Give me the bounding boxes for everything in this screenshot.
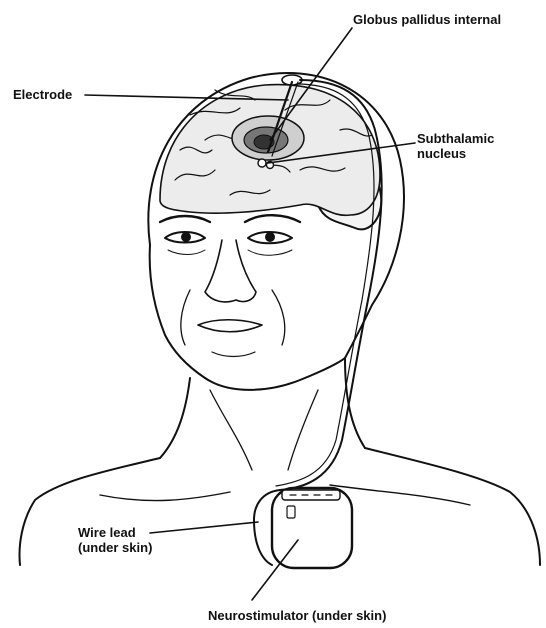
label-wire-lead: Wire lead (under skin) [78,525,152,555]
label-wire-lead-line2: (under skin) [78,540,152,555]
nasolabial-left [181,290,190,345]
neurostimulator-window [287,506,295,518]
mouth [198,320,262,332]
neck-left [160,378,190,458]
shoulder-right [365,448,540,565]
label-electrode: Electrode [13,87,72,102]
under-eye-right [248,250,292,255]
subthalamic-nucleus [258,159,266,167]
label-neurostimulator: Neurostimulator (under skin) [208,608,386,623]
neck-tendon-right [288,390,318,470]
nasolabial-right [272,290,285,345]
clavicle-left [100,492,230,501]
face-left-outline [150,245,205,378]
label-wire-lead-line1: Wire lead [78,525,152,540]
leader-wire [150,522,258,533]
under-eye-left [168,250,205,255]
eyebrow-left [160,216,210,222]
label-subthalamic-line2: nucleus [417,146,494,161]
pupil-right [266,233,274,241]
nose [205,240,256,302]
jaw-outline [205,358,345,390]
eyebrow-right [245,215,300,222]
label-subthalamic-line1: Subthalamic [417,131,494,146]
label-subthalamic-nucleus: Subthalamic nucleus [417,131,494,161]
chin-crease [212,352,255,357]
pupil-left [182,233,190,241]
label-globus-pallidus: Globus pallidus internal [353,12,501,27]
neck-tendon-left [210,390,252,470]
